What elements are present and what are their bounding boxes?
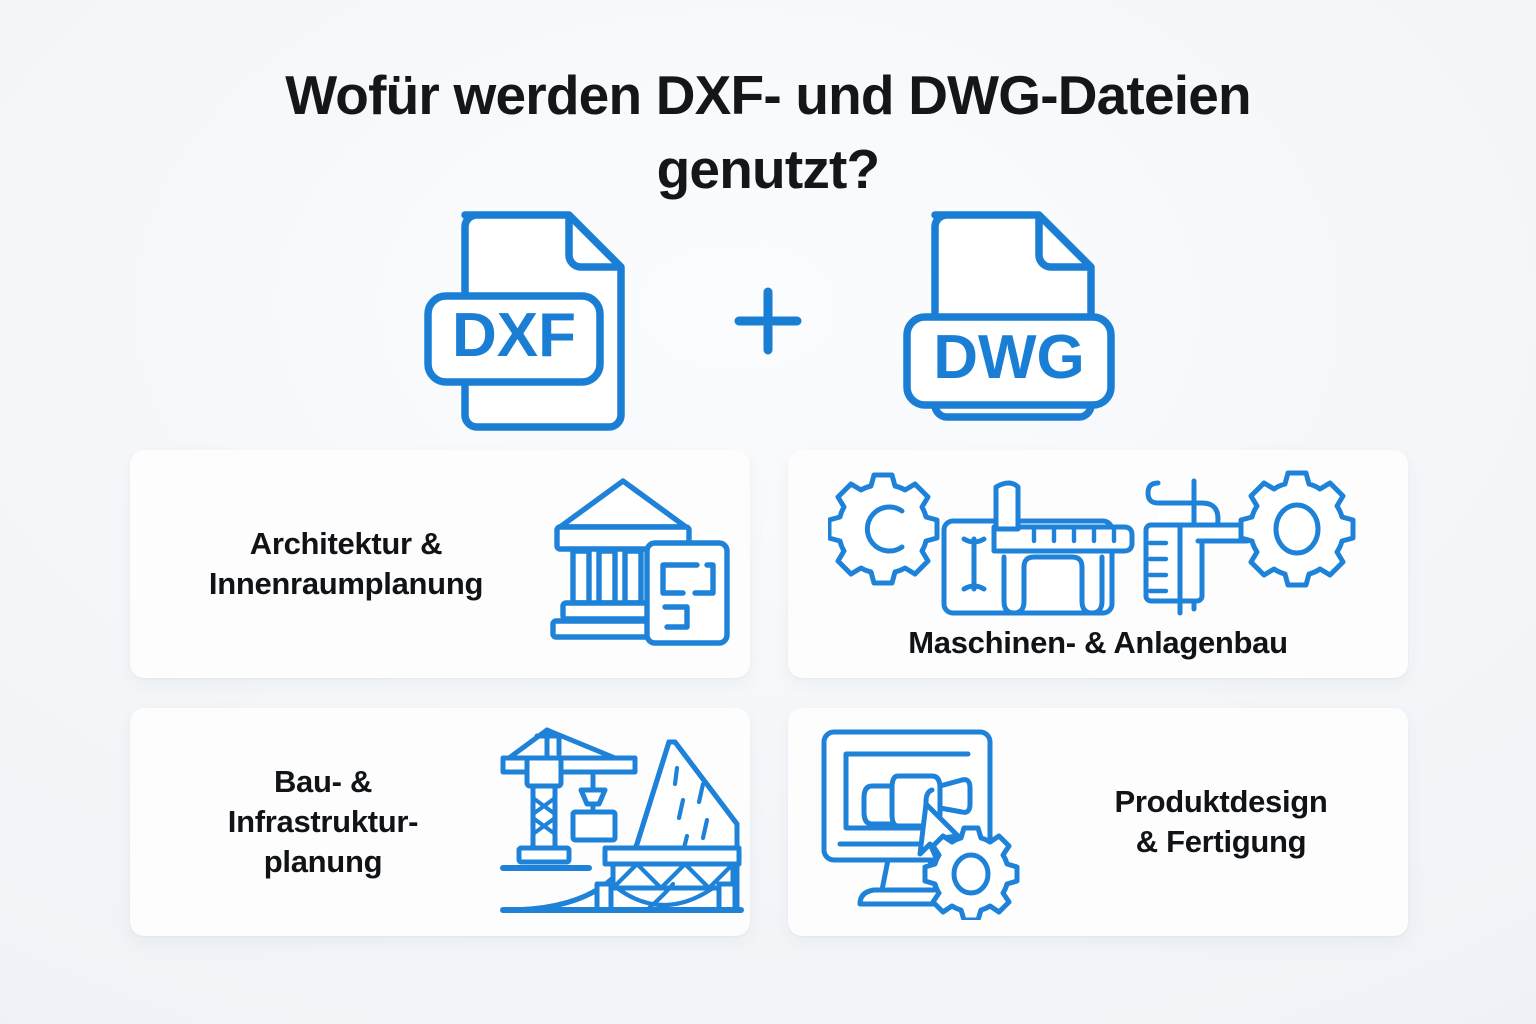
card-maschinenbau[interactable]: Maschinen- & Anlagenbau [788,450,1408,678]
classical-building-floorplan-icon [550,478,730,646]
card-produktdesign-label: Produktdesign & Fertigung [1114,784,1328,859]
dxf-file-label: DXF [452,301,576,370]
card-architektur-label: Architektur & Innenraumplanung [208,526,484,601]
card-maschinenbau-label: Maschinen- & Anlagenbau [908,625,1288,660]
page-title: Wofür werden DXF- und DWG-Dateien genutz… [0,58,1536,206]
page-title-line-1: Wofür werden DXF- und DWG-Dateien [285,64,1251,126]
card-architektur[interactable]: Architektur & Innenraumplanung [130,450,750,678]
monitor-cad-gear-icon [821,729,1020,920]
use-case-grid: Architektur & Innenraumplanung [130,450,1412,936]
page-title-line-2: genutzt? [656,138,881,200]
card-bau-infrastruktur[interactable]: Bau- & Infrastruktur- planung [130,708,750,936]
dwg-file-label: DWG [933,323,1085,392]
dwg-file-icon: DWG [903,211,1115,421]
card-produktdesign[interactable]: Produktdesign & Fertigung [788,708,1408,936]
file-formats-hero: DXF DWG [0,196,1536,446]
dxf-file-icon: DXF [424,211,625,431]
card-bau-infrastruktur-label: Bau- & Infrastruktur- planung [227,764,419,879]
crane-highway-bridge-icon [500,727,744,913]
plus-icon [734,287,802,355]
gears-calipers-icon [828,470,1356,616]
